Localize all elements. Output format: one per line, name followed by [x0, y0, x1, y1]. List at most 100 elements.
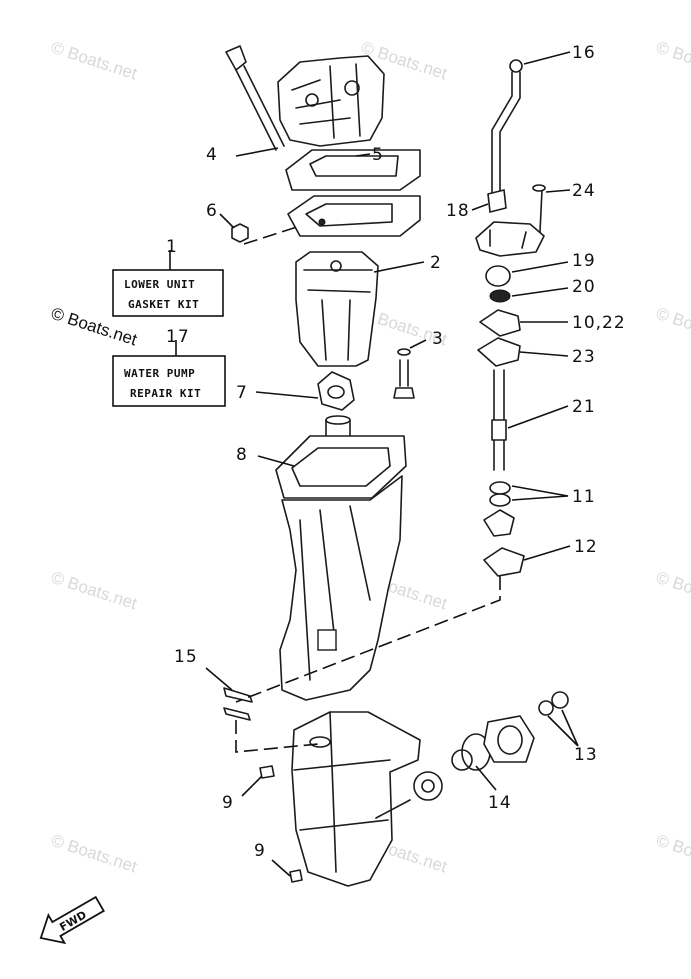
- leader-line: [475, 765, 497, 791]
- casing-gasket-inner: [291, 447, 391, 487]
- arrow-shape: [39, 895, 105, 945]
- leader-line: [545, 189, 571, 193]
- kit-label-line1: LOWER UNIT: [124, 278, 195, 291]
- assembly-line: [235, 720, 319, 753]
- bolt-24-head: [532, 184, 546, 192]
- callout-24: 24: [572, 181, 596, 201]
- bearing-11: [489, 493, 511, 507]
- forward-direction-arrow: FWD: [39, 895, 105, 945]
- insert-cartridge: [485, 265, 511, 287]
- pump-base-housing: [483, 509, 515, 537]
- callout-labels: 4 5 6 1 2 17 3 7 8 15 9 9 14 13 16 18 24…: [166, 43, 625, 861]
- exhaust-guide-body: [295, 251, 379, 367]
- gear-hub: [421, 779, 435, 793]
- assembly-line: [243, 225, 301, 245]
- shift-rod-link: [223, 687, 253, 703]
- kit-box: [112, 269, 224, 317]
- callout-14: 14: [488, 793, 512, 813]
- shift-rod-link: [223, 707, 251, 721]
- powerhead-assembly: [225, 45, 421, 245]
- callout-11: 11: [572, 487, 596, 507]
- assembly-line: [235, 576, 501, 703]
- lower-casing-detail: [293, 711, 391, 873]
- leader-line: [471, 203, 489, 211]
- callout-16: 16: [572, 43, 596, 63]
- casing-detail: [299, 505, 371, 681]
- casing-body: [279, 475, 403, 701]
- housing-bore: [497, 725, 523, 755]
- watermark: © Boats.net: [654, 38, 691, 84]
- leader-line: [373, 261, 425, 273]
- callout-3: 3: [432, 329, 444, 349]
- outer-plate: [477, 337, 521, 367]
- callout-15: 15: [174, 647, 198, 667]
- kit-label-line1: WATER PUMP: [124, 367, 195, 380]
- pump-gasket: [479, 309, 521, 337]
- shaft-key: [491, 419, 507, 441]
- watermark: © Boats.net: [49, 568, 140, 614]
- callout-12: 12: [574, 537, 598, 557]
- water-pump-assembly: [235, 59, 546, 703]
- callout-9: 9: [254, 841, 266, 861]
- base-gasket: [483, 547, 525, 577]
- water-tube: [491, 71, 521, 201]
- callout-1: 1: [166, 237, 178, 257]
- pump-housing: [475, 221, 545, 257]
- callout-5: 5: [372, 145, 384, 165]
- leader-lines: [205, 51, 579, 877]
- leader-line: [355, 153, 371, 157]
- dipstick-handle: [225, 45, 247, 71]
- leader-line: [523, 545, 571, 561]
- oil-seal: [538, 700, 554, 716]
- watermark: © Boats.net: [654, 304, 691, 350]
- exhaust-guide: [295, 251, 379, 367]
- nut: [231, 223, 249, 243]
- engine-boss: [344, 80, 360, 96]
- leader-line: [235, 147, 279, 157]
- casing-port: [317, 629, 337, 651]
- gasket-hole: [327, 385, 345, 399]
- guide-port: [330, 260, 342, 272]
- lower-unit-gasket-kit: LOWER UNIT GASKET KIT: [112, 250, 224, 317]
- callout-17: 17: [166, 327, 190, 347]
- bolt-9: [289, 869, 303, 883]
- leader-line: [511, 485, 569, 501]
- leader-line: [547, 709, 579, 747]
- leader-line: [519, 351, 569, 357]
- callout-18: 18: [446, 201, 470, 221]
- gasket-opening: [309, 155, 399, 177]
- callout-7: 7: [236, 383, 248, 403]
- watermark: © Boats.net: [49, 831, 140, 877]
- kit-label-line2: GASKET KIT: [128, 298, 199, 311]
- callout-2: 2: [430, 253, 442, 273]
- bearing-11: [489, 481, 511, 495]
- grommet: [509, 59, 523, 73]
- dipstick-rod: [235, 65, 285, 151]
- leader-line: [205, 667, 233, 691]
- bolt-shank: [399, 359, 409, 387]
- leader-line: [409, 339, 427, 349]
- propeller-shaft-housing: [483, 715, 535, 763]
- plate-hole: [318, 218, 326, 226]
- watermark: © Boats.net: [654, 831, 691, 877]
- leader-line: [523, 51, 571, 65]
- callout-19: 19: [572, 251, 596, 271]
- bolt: [393, 348, 415, 399]
- drive-shaft-stub: [375, 799, 411, 819]
- leader-line: [271, 859, 291, 877]
- watermark: © Boats.net: [654, 568, 691, 614]
- shift-rod-parts: [223, 687, 319, 753]
- leader-line: [511, 287, 569, 297]
- leader-line: [255, 391, 319, 399]
- water-pump-repair-kit: WATER PUMP REPAIR KIT: [112, 340, 226, 407]
- leader-line: [511, 261, 569, 273]
- oil-seal: [551, 691, 569, 709]
- gasket: [317, 371, 355, 411]
- grommet-18: [487, 189, 507, 213]
- callout-23: 23: [572, 347, 596, 367]
- callout-13: 13: [574, 745, 598, 765]
- upper-casing: [275, 415, 407, 701]
- kit-label-line2: REPAIR KIT: [130, 387, 201, 400]
- impeller: [489, 289, 511, 303]
